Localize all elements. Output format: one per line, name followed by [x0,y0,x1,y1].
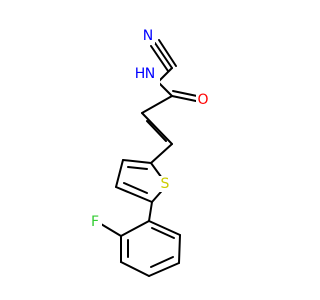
nitrile-triple-bond-2 [158,39,177,67]
amide-hydrogen-label: H [135,66,146,82]
phenyl-bond-4 [120,261,150,277]
fluorine-label: F [91,214,99,230]
nitrile-group [150,39,177,83]
thiophene-c5-c4-bond [115,186,153,203]
phenyl-bond-1 [148,220,181,236]
structure-diagram: N N H O S F [88,28,210,277]
amide-nitrogen-label: N [145,66,155,82]
phenyl-ring [120,220,181,277]
phenyl-bond-3 [148,262,180,277]
nitrile-triple-bond-1 [154,42,173,69]
c-f-bond [100,223,122,237]
carbonyl-double-bond-1 [171,95,197,102]
nitrile-nitrogen-label: N [143,28,153,44]
phenyl-bond-2 [178,234,181,264]
carbonyl-oxygen-label: O [197,92,208,108]
thiophene-c5-c4-inner-double [123,182,148,194]
n-carbonyl-bond [157,81,173,97]
alkene-double-bond-1 [141,112,173,145]
thiophene-c4-c3-bond [115,159,124,188]
alkene-thiophene-bond [150,143,173,164]
carbonyl-double-bond-2 [172,90,198,97]
sulfur-label: S [161,176,170,192]
phenyl-inner-double-2 [150,256,174,268]
atom-labels: N N H O S F [88,28,210,230]
thiophene-c3-c2-bond [122,159,152,164]
thiophene-c3-c2-inner-double [127,166,148,170]
thiophene-phenyl-bond [148,201,153,222]
ch2-n-bond [157,67,173,83]
phenyl-bond-6 [120,220,150,237]
phenyl-inner-double-1 [151,227,175,239]
nitrile-triple-bond-3 [150,45,169,72]
carbonyl-alkene-bond [141,95,173,114]
alkene-double-bond-2 [146,120,167,142]
